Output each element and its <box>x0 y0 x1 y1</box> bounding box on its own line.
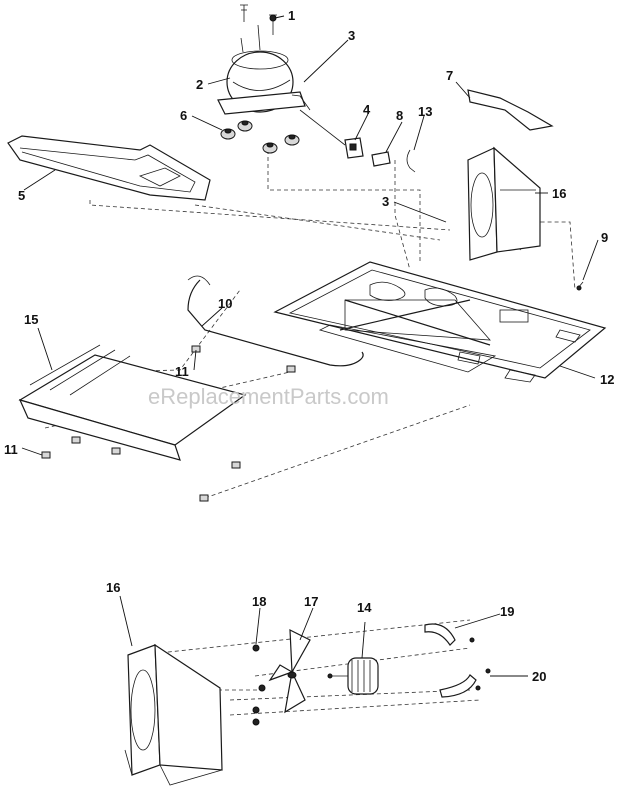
callout-6: 6 <box>180 108 187 123</box>
watermark: eReplacementParts.com <box>148 384 389 409</box>
callout-17: 17 <box>304 594 318 609</box>
grommets <box>220 120 300 154</box>
fan-blade <box>268 629 311 714</box>
callout-3-mid: 3 <box>382 194 389 209</box>
callout-labels: 1 2 3 3 4 5 6 7 8 9 10 11 11 12 13 14 15… <box>4 8 614 684</box>
callout-3-top: 3 <box>348 28 355 43</box>
callout-13: 13 <box>418 104 432 119</box>
tube <box>187 275 364 367</box>
callout-12: 12 <box>600 372 614 387</box>
callout-10: 10 <box>218 296 232 311</box>
callout-15: 15 <box>24 312 38 327</box>
relay-overload <box>299 109 416 173</box>
callout-18: 18 <box>252 594 266 609</box>
callout-4: 4 <box>363 102 371 117</box>
base-plate <box>273 261 607 383</box>
screw-9 <box>576 281 584 291</box>
callout-19: 19 <box>500 604 514 619</box>
motor-brackets <box>424 623 491 698</box>
fan-shroud-top <box>467 146 541 261</box>
callout-20: 20 <box>532 669 546 684</box>
callout-16-bottom: 16 <box>106 580 120 595</box>
callout-16-top: 16 <box>552 186 566 201</box>
fan-shroud-bottom <box>124 643 223 786</box>
callout-1: 1 <box>288 8 295 23</box>
callout-11-mid: 11 <box>175 364 189 379</box>
clips <box>41 345 296 502</box>
grommets-18 <box>252 644 266 726</box>
callout-2: 2 <box>196 77 203 92</box>
callout-7: 7 <box>446 68 453 83</box>
condenser-coil <box>18 344 247 461</box>
compressor <box>217 24 311 115</box>
callout-11-left: 11 <box>4 442 18 457</box>
leader-lines <box>21 15 599 677</box>
compressor-cover <box>467 89 554 131</box>
fan-motor <box>327 657 379 695</box>
drain-pan <box>7 135 211 201</box>
callout-8: 8 <box>396 108 403 123</box>
callout-14: 14 <box>357 600 372 615</box>
callout-5: 5 <box>18 188 25 203</box>
callout-9: 9 <box>601 230 608 245</box>
